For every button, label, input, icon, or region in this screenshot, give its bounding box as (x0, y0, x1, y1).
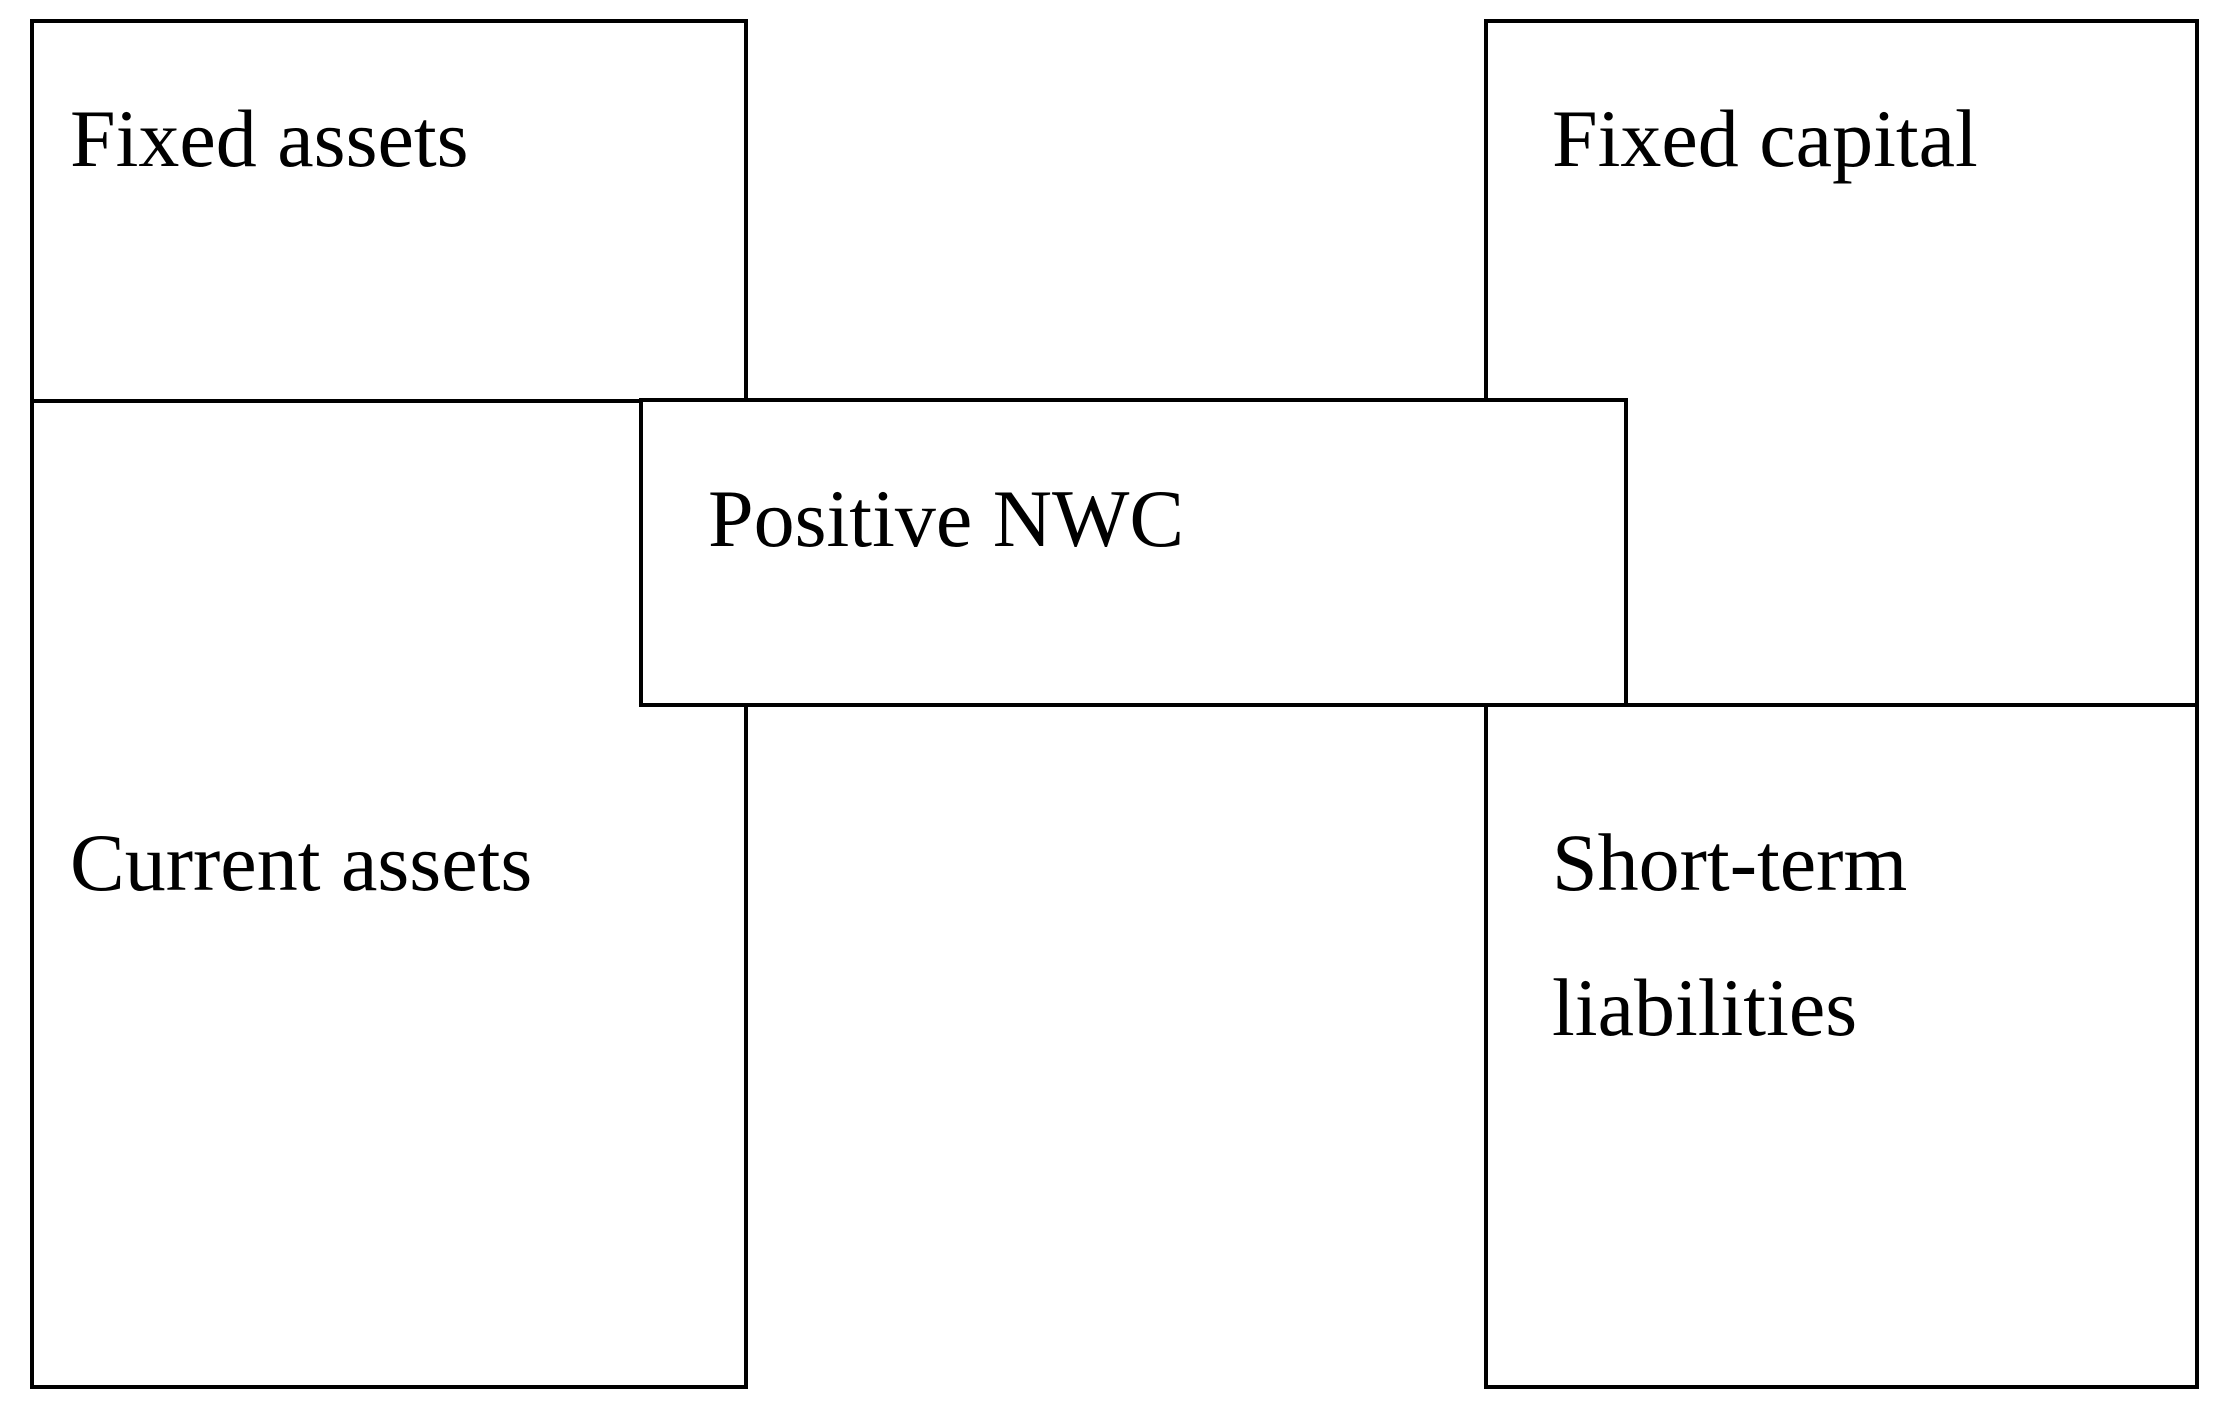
fixed-assets-label: Fixed assets (70, 93, 469, 184)
short-term-liabilities-label: Short-term liabilities (1552, 817, 1908, 1053)
current-assets-label: Current assets (70, 817, 533, 908)
current-assets-box (30, 399, 748, 1389)
fixed-capital-label: Fixed capital (1552, 93, 1978, 184)
positive-nwc-box (639, 398, 1628, 707)
short-term-liabilities-box (1484, 703, 2199, 1389)
positive-nwc-label: Positive NWC (708, 473, 1185, 564)
